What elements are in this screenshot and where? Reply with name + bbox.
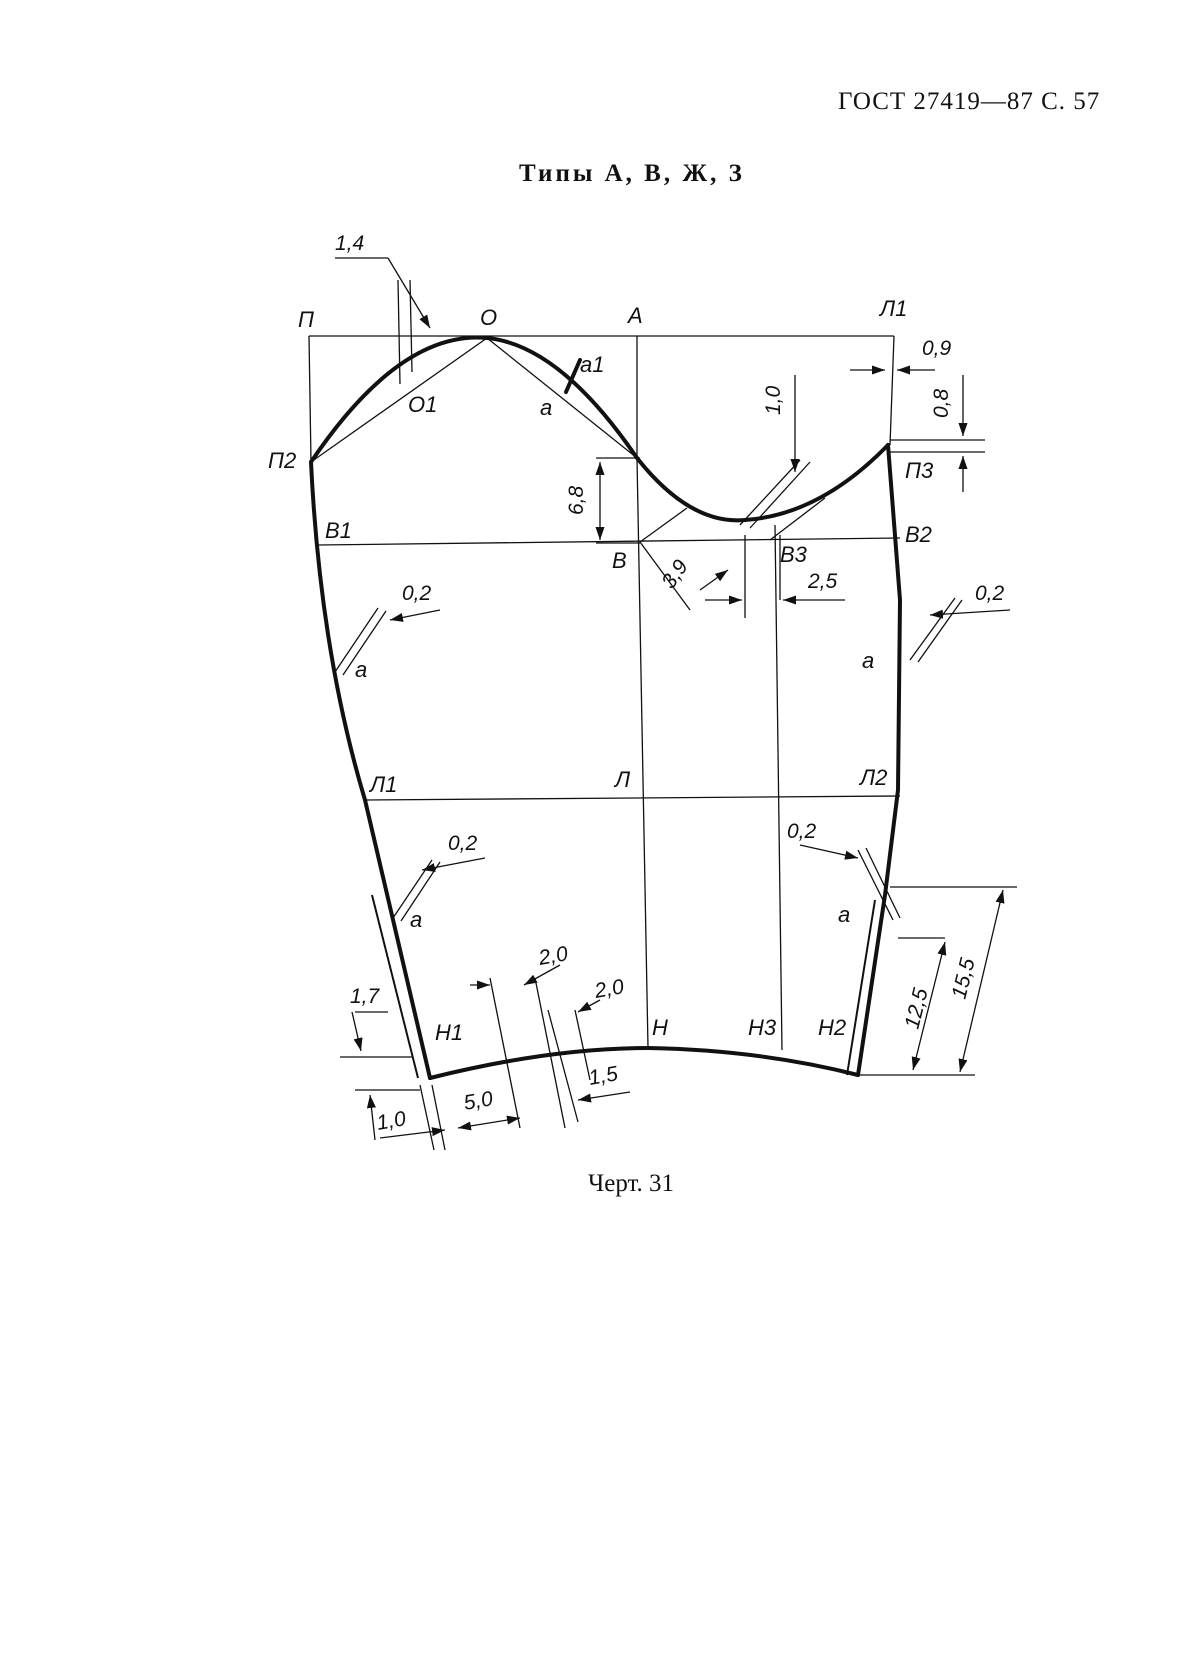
dim-5-0: 5,0	[462, 1087, 495, 1115]
label-H: Н	[652, 1015, 668, 1040]
label-O: О	[480, 305, 497, 330]
label-a-left-upper: а	[355, 657, 367, 682]
dimension-values: 1,4 0,9 0,8 1,0 6,8 3,9 2,5 0,2 0,2 0,2 …	[335, 232, 1005, 1135]
dim-0-2-left-lower: 0,2	[448, 832, 478, 855]
dim-0-2-right-lower: 0,2	[787, 820, 817, 843]
dim-1-0-bottom: 1,0	[375, 1107, 408, 1135]
dim-0-8: 0,8	[930, 388, 953, 418]
dim-6-8: 6,8	[565, 485, 588, 515]
label-P3: П3	[905, 458, 934, 483]
dimension-lines	[334, 257, 1017, 1151]
dim-2-0-b: 2,0	[592, 975, 626, 1003]
label-H3: Н3	[748, 1015, 777, 1040]
label-B: В	[612, 548, 627, 573]
construction-grid	[308, 335, 901, 1051]
figure-caption: Черт. 31	[588, 1170, 675, 1197]
point-labels: П О А Л1 П2 О1 а1 а П3 В1 В В3 В2 а а Л1…	[268, 296, 934, 1045]
label-L: Л	[613, 767, 631, 792]
label-a-cap: а	[540, 395, 552, 420]
dim-1-0-top: 1,0	[762, 385, 785, 415]
dim-1-7: 1,7	[350, 985, 381, 1008]
label-P2: П2	[268, 448, 296, 473]
dim-1-5: 1,5	[587, 1062, 620, 1090]
label-a1: а1	[580, 352, 604, 377]
dim-3-9: 3,9	[657, 555, 693, 592]
label-a-right-upper: а	[862, 648, 874, 673]
figure-title: Типы А, В, Ж, З	[519, 160, 745, 187]
label-L2: Л2	[858, 765, 887, 790]
label-H2: Н2	[818, 1015, 846, 1040]
label-a-left-lower: а	[410, 907, 422, 932]
dim-1-4: 1,4	[335, 232, 364, 255]
label-L1-top: Л1	[878, 296, 907, 321]
label-O1: О1	[408, 392, 437, 417]
dim-2-5: 2,5	[807, 570, 838, 593]
label-H1: Н1	[435, 1020, 463, 1045]
label-B1: В1	[325, 518, 352, 543]
label-L1: Л1	[368, 772, 397, 797]
sleeve-contour	[309, 335, 902, 1080]
dim-2-0-a: 2,0	[536, 942, 570, 970]
dim-12-5: 12,5	[901, 986, 933, 1032]
dim-0-2-right-upper: 0,2	[975, 582, 1005, 605]
dim-0-2-left-upper: 0,2	[402, 582, 432, 605]
label-a-right-lower: а	[838, 902, 850, 927]
label-P: П	[298, 307, 314, 332]
page-header: ГОСТ 27419—87 С. 57	[838, 88, 1101, 115]
label-A: А	[626, 303, 643, 328]
dim-15-5: 15,5	[948, 956, 980, 1002]
label-B2: В2	[905, 522, 932, 547]
dim-0-9: 0,9	[922, 337, 952, 360]
label-B3: В3	[780, 542, 808, 567]
